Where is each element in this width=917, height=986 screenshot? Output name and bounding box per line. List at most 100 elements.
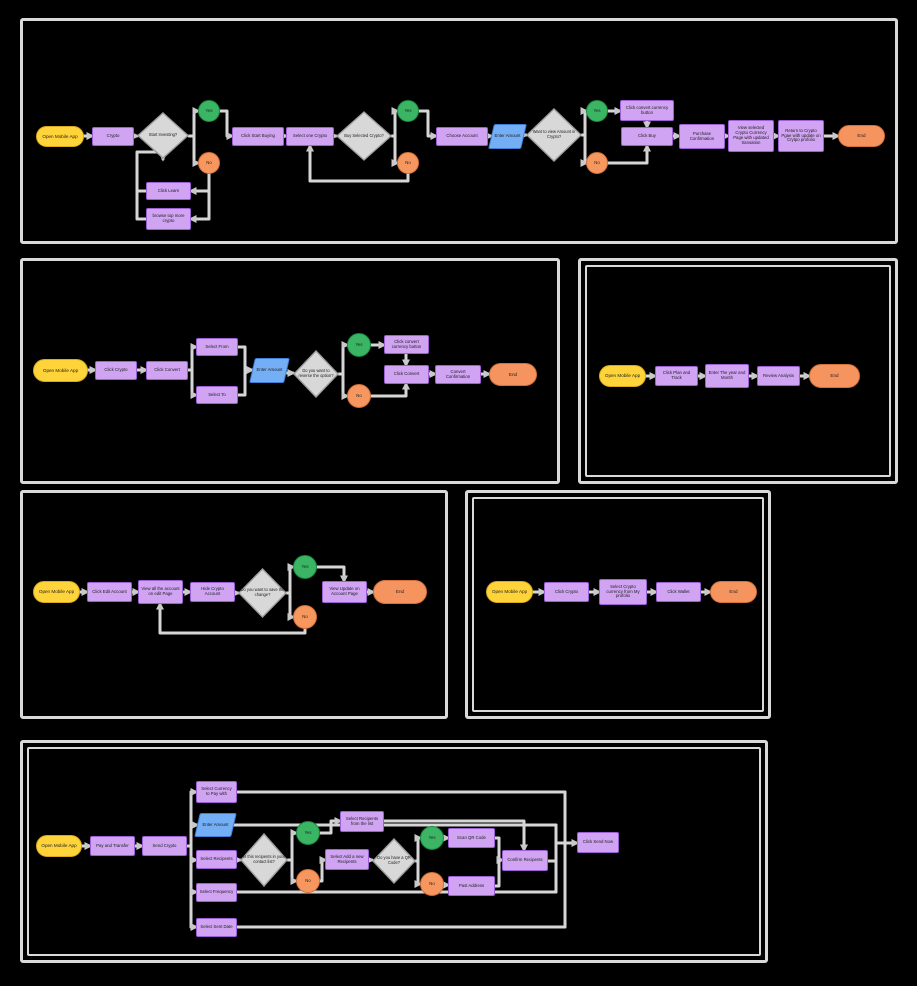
node-label: Enter Amount — [494, 133, 521, 139]
process-node-select-currency-to-pay-with[interactable]: Select Currency to Pay with — [196, 781, 237, 803]
start-node-open-mobile-app[interactable]: Open Mobile App — [33, 359, 88, 382]
process-node-enter-the-year-and-month[interactable]: Enter The year and Month — [705, 364, 749, 388]
end-node-end[interactable]: End — [373, 580, 427, 604]
process-node-click-convert-currency-button[interactable]: Click convert currency button — [384, 335, 429, 354]
io-node-enter-amount[interactable]: Enter Amount — [488, 124, 527, 149]
yes-node-yes[interactable]: Yes — [420, 826, 444, 850]
process-node-click-crypto[interactable]: Click Crypto — [95, 361, 137, 380]
yes-node-yes[interactable]: Yes — [198, 100, 220, 122]
process-node-select-one-crypto[interactable]: Select one Crypto — [286, 127, 334, 146]
node-label: Convert Confirmation — [445, 368, 471, 379]
process-node-browse-top-more-crypto[interactable]: browse top more crypto — [146, 208, 191, 230]
yes-node-yes[interactable]: Yes — [397, 100, 419, 122]
process-node-view-selected-crypto-currency-page-w[interactable]: View selected Crypto Currency Page with … — [728, 120, 774, 152]
flow-connector — [290, 858, 299, 885]
process-node-send-crypto[interactable]: Send Crypto — [142, 836, 187, 856]
end-node-end[interactable]: End — [489, 363, 537, 386]
node-label: Do you want to save the change? — [240, 587, 285, 597]
process-node-confirm-recipents[interactable]: Confirm Recipents — [502, 850, 548, 871]
flow-connector — [337, 341, 350, 376]
node-label: Select Recipents from the list — [345, 815, 379, 826]
no-node-no[interactable]: No — [420, 872, 444, 896]
process-node-select-frequency[interactable]: Select Frequency — [196, 883, 237, 902]
process-node-select-recipents-from-the-list[interactable]: Select Recipents from the list — [340, 811, 384, 832]
process-node-select-add-a-new-recipents[interactable]: Select Add a new Recipents — [325, 849, 369, 870]
no-node-no[interactable]: No — [347, 384, 371, 408]
process-node-click-buy[interactable]: Click Buy — [621, 127, 673, 146]
no-node-no[interactable]: No — [293, 605, 317, 629]
node-label: Click Wallet — [667, 588, 690, 594]
node-label: End — [729, 589, 738, 595]
process-node-click-edit-account[interactable]: Click Edit Account — [87, 582, 132, 602]
decision-node-buy-selected-crypto[interactable]: Buy Selected Crypto? — [336, 111, 392, 161]
process-node-click-convert[interactable]: Click Convert — [146, 361, 188, 380]
io-node-enter-amount[interactable]: Enter Amount — [249, 358, 290, 383]
flow-connector — [286, 829, 299, 862]
process-node-select-crypto-currency-from-my-profo[interactable]: Select Crypto currency from My profolio — [599, 579, 647, 605]
process-node-click-wallet[interactable]: Click Wallet — [656, 582, 701, 602]
node-label: Pay and Transfer — [96, 842, 129, 848]
end-node-end[interactable]: End — [809, 364, 860, 388]
decision-node-do-you-have-a-qr-code[interactable]: Do you have a QR Code? — [372, 838, 416, 884]
no-node-no[interactable]: No — [586, 152, 608, 174]
node-label: Is this recipents in your contact list? — [243, 854, 285, 864]
process-node-crypto[interactable]: Crypto — [92, 127, 134, 146]
node-label: Click Edit Account — [92, 588, 127, 594]
process-node-convert-confirmation[interactable]: Convert Confirmation — [435, 365, 481, 384]
node-label: Select Sent Date — [200, 924, 233, 930]
node-label: Past Address — [458, 882, 485, 888]
yes-node-yes[interactable]: Yes — [293, 555, 317, 579]
node-label: Yes — [404, 107, 412, 113]
decision-node-do-you-want-to-reverse-the-option[interactable]: Do you want to reverse the option? — [293, 350, 339, 398]
process-node-click-convert-currency-button[interactable]: Click convert currency button — [620, 100, 674, 121]
process-node-pay-and-transfer[interactable]: Pay and Transfer — [90, 836, 135, 856]
node-label: Yes — [301, 563, 309, 569]
process-node-choose-account[interactable]: Choose Account — [436, 127, 488, 146]
process-node-return-to-crypto-pgae-with-update-on[interactable]: Return to Crypto Pgae with update on Cry… — [778, 120, 824, 152]
process-node-select-to[interactable]: Select To — [196, 386, 238, 404]
node-label: End — [395, 589, 405, 595]
end-node-end[interactable]: End — [838, 125, 885, 147]
start-node-open-mobile-app[interactable]: Open Mobile App — [33, 581, 80, 603]
no-node-no[interactable]: No — [198, 152, 220, 174]
no-node-no[interactable]: No — [296, 869, 320, 893]
node-label: Click Crypto — [104, 367, 128, 373]
process-node-select-sent-date[interactable]: Select Sent Date — [196, 918, 237, 937]
node-label: End — [857, 133, 866, 139]
start-node-open-mobile-app[interactable]: Open Mobile App — [36, 126, 84, 147]
process-node-view-update-on-account-page[interactable]: View Update on Account Page — [322, 581, 367, 603]
process-node-click-send-now[interactable]: Click Send Now — [577, 832, 619, 853]
io-node-enter-amount[interactable]: Enter Amount — [194, 813, 237, 837]
send-crypto-flow-frame — [20, 740, 768, 963]
decision-node-is-this-recipents-in-your-contact-li[interactable]: Is this recipents in your contact list? — [240, 833, 288, 887]
process-node-review-analysis[interactable]: Review Analysis — [757, 366, 800, 386]
decision-node-do-you-want-to-save-the-change[interactable]: Do you want to save the change? — [238, 568, 287, 618]
process-node-view-all-the-account-on-edit-page[interactable]: View all the account on edit Page — [138, 580, 183, 604]
yes-node-yes[interactable]: Yes — [347, 333, 371, 357]
process-node-scan-qr-code[interactable]: Scan QR Code — [448, 828, 495, 848]
decision-node-want-to-view-amount-in-crypto[interactable]: Want to view Amount in Crypto? — [526, 108, 582, 162]
no-node-no[interactable]: No — [397, 152, 419, 174]
node-label: Scan QR Code — [457, 834, 486, 840]
yes-node-yes[interactable]: Yes — [586, 100, 608, 122]
node-label: Open Mobile App — [491, 589, 528, 595]
process-node-select-recipents[interactable]: Select Recipents — [196, 850, 237, 869]
process-node-click-plan-and-track[interactable]: Click Plan and Track — [655, 366, 698, 386]
node-label: Click Plan and Track — [662, 370, 691, 380]
decision-node-start-investing[interactable]: Start Investing? — [137, 112, 189, 159]
process-node-click-learn[interactable]: Click Learn — [146, 182, 191, 200]
yes-node-yes[interactable]: Yes — [296, 821, 320, 845]
process-node-click-crypto[interactable]: Click Crypto — [544, 582, 589, 602]
process-node-select-from[interactable]: Select From — [196, 338, 238, 356]
start-node-open-mobile-app[interactable]: Open Mobile App — [486, 581, 533, 603]
send-crypto-flow-inner-frame — [27, 747, 761, 956]
node-label: View all the account on edit Page — [141, 586, 180, 596]
end-node-end[interactable]: End — [710, 581, 757, 603]
start-node-open-mobile-app[interactable]: Open Mobile App — [36, 835, 82, 857]
process-node-purchase-confirmation[interactable]: Purchase Confirmation — [679, 124, 725, 149]
process-node-past-address[interactable]: Past Address — [448, 876, 495, 896]
start-node-open-mobile-app[interactable]: Open Mobile App — [599, 365, 646, 387]
process-node-click-start-buying[interactable]: Click Start Buying — [232, 127, 284, 146]
process-node-click-convert[interactable]: Click Convert — [384, 365, 429, 384]
process-node-hide-crypto-account[interactable]: Hide Crypto Account — [190, 582, 235, 602]
